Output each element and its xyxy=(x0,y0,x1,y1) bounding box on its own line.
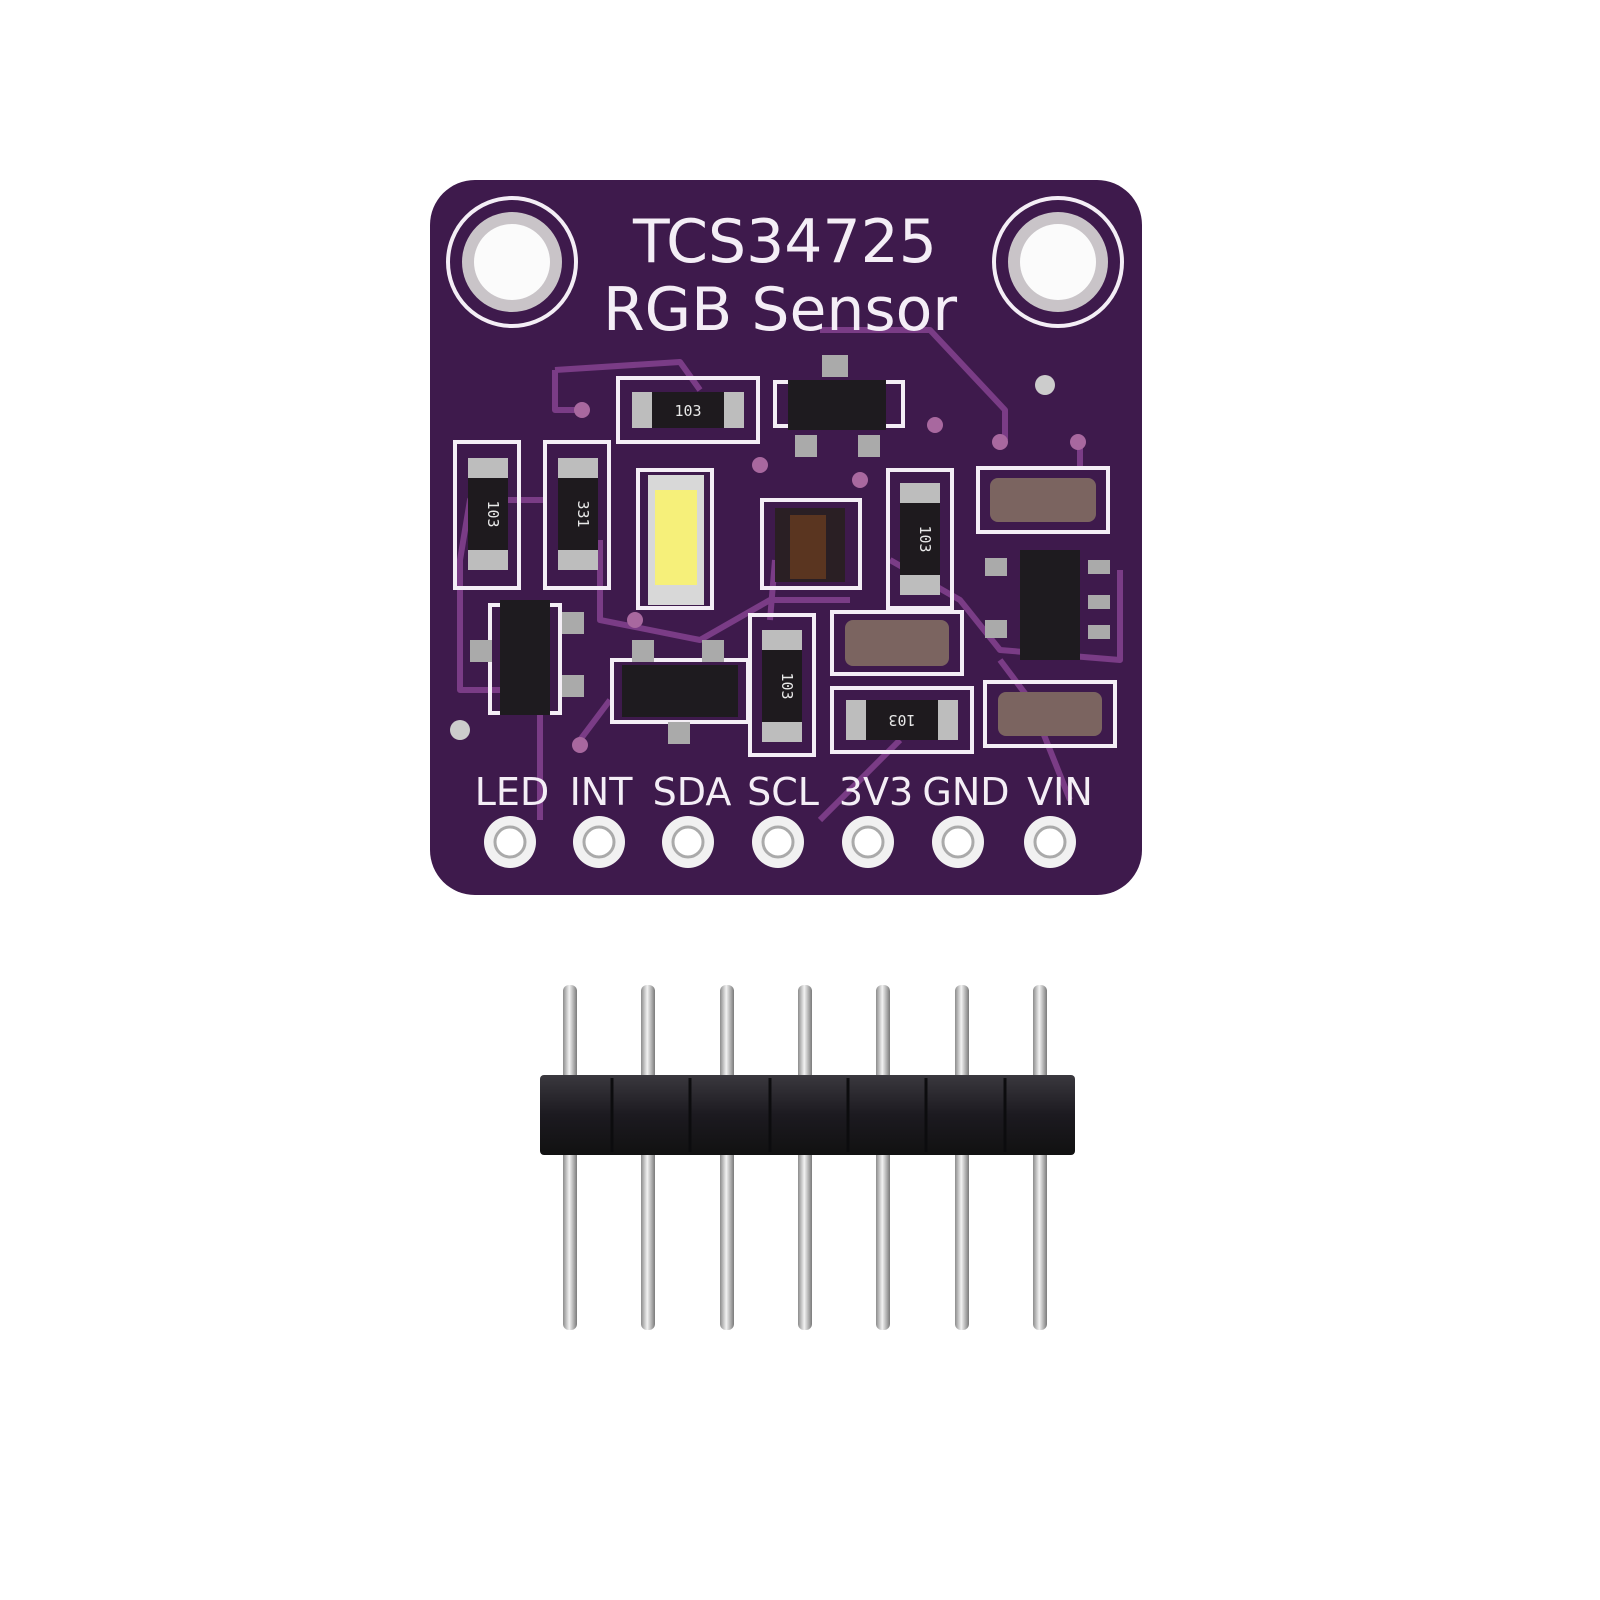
resistor-left-1: 103 xyxy=(453,440,521,590)
white-led xyxy=(636,468,714,610)
pin-pads xyxy=(484,816,1076,868)
capacitor-mid xyxy=(830,610,964,676)
board-title: TCS34725 xyxy=(632,207,937,277)
header-dividers xyxy=(610,1078,1007,1152)
mounting-hole-left xyxy=(446,196,578,328)
pad-sda xyxy=(662,816,714,868)
regulator-chip xyxy=(985,550,1110,660)
pin-label-vin: VIN xyxy=(1027,770,1093,814)
pin-label-gnd: GND xyxy=(922,770,1009,814)
resistor-marking: 331 xyxy=(574,500,592,527)
pin-header xyxy=(540,985,1075,1330)
pad-led xyxy=(484,816,536,868)
tcs34725-sensor-chip xyxy=(760,498,862,590)
resistor-marking: 103 xyxy=(484,500,502,527)
pad-gnd xyxy=(932,816,984,868)
header-pin xyxy=(563,985,577,1330)
pin-label-led: LED xyxy=(475,770,549,814)
capacitor-top-right xyxy=(976,466,1110,534)
header-pin xyxy=(720,985,734,1330)
pad-int xyxy=(573,816,625,868)
pad-vin xyxy=(1024,816,1076,868)
header-pin xyxy=(876,985,890,1330)
resistor-bottom: 103 xyxy=(830,686,974,754)
header-pins xyxy=(563,985,1047,1330)
header-pin xyxy=(798,985,812,1330)
header-body xyxy=(540,1075,1075,1155)
transistor-top xyxy=(773,355,905,457)
sensor-board: TCS34725 RGB Sensor 103 103 3 xyxy=(430,180,1142,895)
resistor-marking: 103 xyxy=(674,402,701,420)
pin-labels: LED INT SDA SCL 3V3 GND VIN xyxy=(475,770,1093,814)
pin-label-sda: SDA xyxy=(653,770,732,814)
resistor-marking: 103 xyxy=(888,711,915,729)
transistor-left xyxy=(470,600,584,715)
resistor-low: 103 xyxy=(748,613,816,757)
resistor-marking: 103 xyxy=(778,672,796,699)
header-pin xyxy=(1033,985,1047,1330)
vias xyxy=(450,375,1086,753)
capacitor-bottom-right xyxy=(983,680,1117,748)
resistor-mid: 103 xyxy=(886,468,954,610)
pad-scl xyxy=(752,816,804,868)
header-pin xyxy=(641,985,655,1330)
pad-3v3 xyxy=(842,816,894,868)
mounting-hole-right xyxy=(992,196,1124,328)
header-pin xyxy=(955,985,969,1330)
pin-label-3v3: 3V3 xyxy=(839,770,913,814)
pin-label-scl: SCL xyxy=(747,770,819,814)
board-subtitle: RGB Sensor xyxy=(603,275,957,345)
resistor-marking: 103 xyxy=(916,525,934,552)
resistor-left-2: 331 xyxy=(543,440,611,590)
pin-label-int: INT xyxy=(570,770,634,814)
resistor-top: 103 xyxy=(616,376,760,444)
transistor-bottom xyxy=(610,640,750,744)
